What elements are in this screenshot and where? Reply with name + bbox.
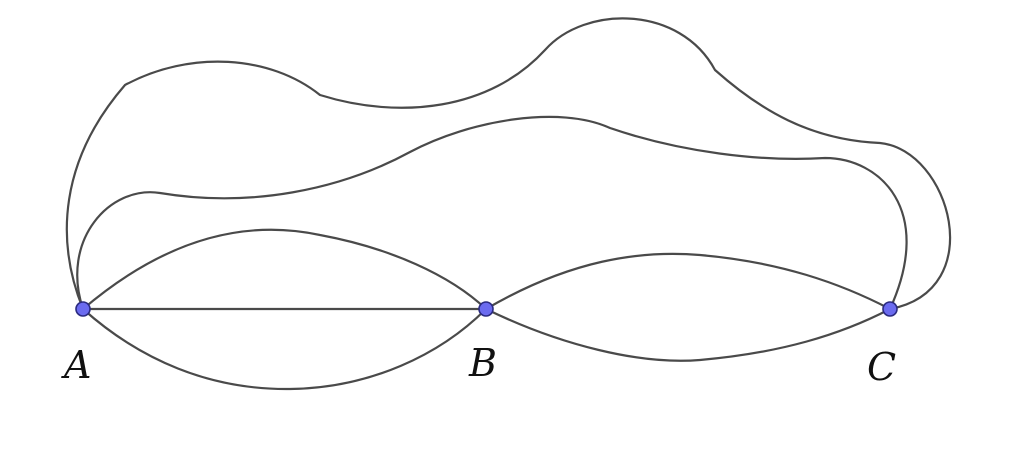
edge-a-b-upper-arc xyxy=(81,228,488,311)
vertex-a xyxy=(75,301,91,317)
edge-b-c-upper-arc xyxy=(484,252,892,311)
edge-a-c-inner-curve xyxy=(76,115,908,311)
edge-b-c-lower-arc xyxy=(484,307,892,362)
vertices xyxy=(75,301,898,317)
edge-a-b-lower-arc xyxy=(81,307,488,391)
edges xyxy=(65,17,952,391)
vertex-label-c: C xyxy=(867,345,896,389)
vertex-label-a: A xyxy=(61,343,91,387)
vertex-b xyxy=(478,301,494,317)
vertex-c xyxy=(882,301,898,317)
edge-a-c-outer-curve xyxy=(65,17,952,311)
vertex-labels: A B C xyxy=(61,341,896,389)
vertex-label-b: B xyxy=(468,341,497,385)
